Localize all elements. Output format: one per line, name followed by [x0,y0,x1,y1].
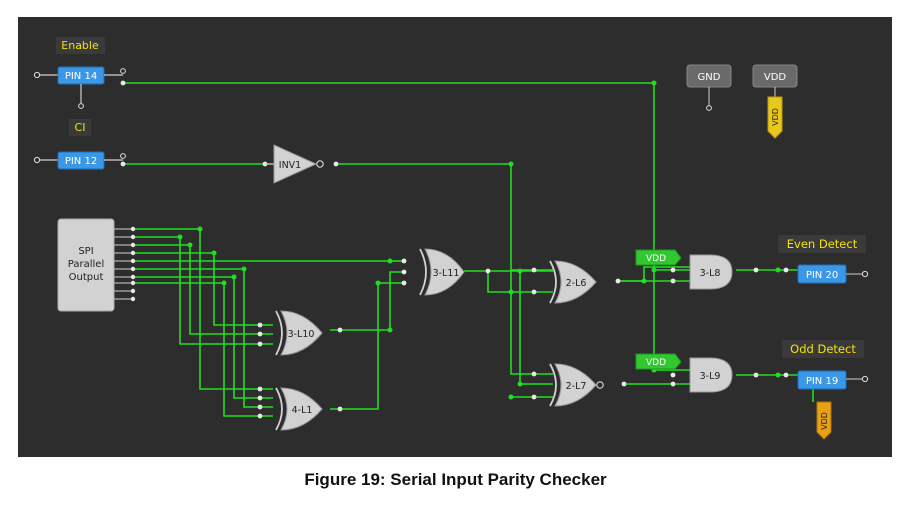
wire-spi-8 [133,282,273,417]
odd-detect-label-text: Odd Detect [790,342,856,356]
l7-label: 2-L7 [566,381,587,392]
wire-spi-3 [133,244,273,335]
l8-label: 3-L8 [700,268,721,279]
even-detect-label-text: Even Detect [787,237,858,251]
pin-12-label: PIN 12 [65,156,97,167]
vdd-tag-top-label: VDD [771,108,780,126]
spi-label-line1: SPI [78,246,93,257]
wire-spi-1 [133,228,273,390]
vdd-tag-bottom: VDD [816,401,832,440]
gnd-label: GND [698,72,721,83]
xnor-gate-2-l7[interactable]: 2-L7 [531,363,627,407]
spi-label-line3: Output [69,272,104,283]
inv1-label: INV1 [279,160,301,171]
ci-label-text: CI [75,121,86,134]
xor-gate-3-l11[interactable]: 3-L11 [401,248,491,296]
pin-14[interactable]: PIN 14 [33,66,126,109]
xor-gate-2-l6[interactable]: 2-L6 [531,260,621,304]
wire-spi-2 [133,236,273,345]
l11-label: 3-L11 [433,268,460,279]
vdd-tag-bottom-label: VDD [820,412,829,430]
spi-label-line2: Parallel [68,259,104,270]
pin-20-label: PIN 20 [806,270,838,281]
enable-label-text: Enable [61,39,99,52]
and-gate-3-l9[interactable]: VDD 3-L9 [635,353,759,393]
pin-12[interactable]: PIN 12 [33,151,126,170]
gnd-block[interactable]: GND [686,64,732,111]
wire-l10-out [330,271,406,331]
l10-label: 3-L10 [288,329,315,340]
l6-label: 2-L6 [566,278,587,289]
pin-20[interactable]: PIN 20 [783,264,869,284]
enable-label: Enable [56,37,105,54]
odd-detect-label: Odd Detect [782,340,864,358]
wire-inv-out-l7 [510,270,553,375]
vdd-label: VDD [764,72,787,83]
vdd-in-l9-label: VDD [646,358,666,368]
vdd-in-l8-label: VDD [646,254,666,264]
schematic-canvas: Enable PIN 14 CI PIN 12 SPI Parallel Out… [18,17,892,457]
pin-19-label: PIN 19 [806,376,838,387]
spi-parallel-output-block[interactable]: SPI Parallel Output [57,218,136,312]
junction-dots [177,80,781,400]
wire-l11-out-c [487,271,511,293]
ci-label: CI [69,119,91,136]
l1-label: 4-L1 [292,405,313,416]
even-detect-label: Even Detect [778,235,866,253]
inverter-inv1[interactable]: INV1 [262,144,339,184]
xor-gate-3-l10[interactable]: 3-L10 [257,310,343,356]
wire-spi-7 [133,276,273,399]
figure-caption: Figure 19: Serial Input Parity Checker [304,470,607,489]
pin-19[interactable]: PIN 19 [783,370,869,390]
and-gate-3-l8[interactable]: VDD 3-L8 [635,249,759,290]
wire-l1-out [330,282,406,410]
pin-14-label: PIN 14 [65,71,97,82]
xor-gate-4-l1[interactable]: 4-L1 [257,386,343,431]
vdd-block[interactable]: VDD VDD [752,64,798,139]
l9-label: 3-L9 [700,371,721,382]
